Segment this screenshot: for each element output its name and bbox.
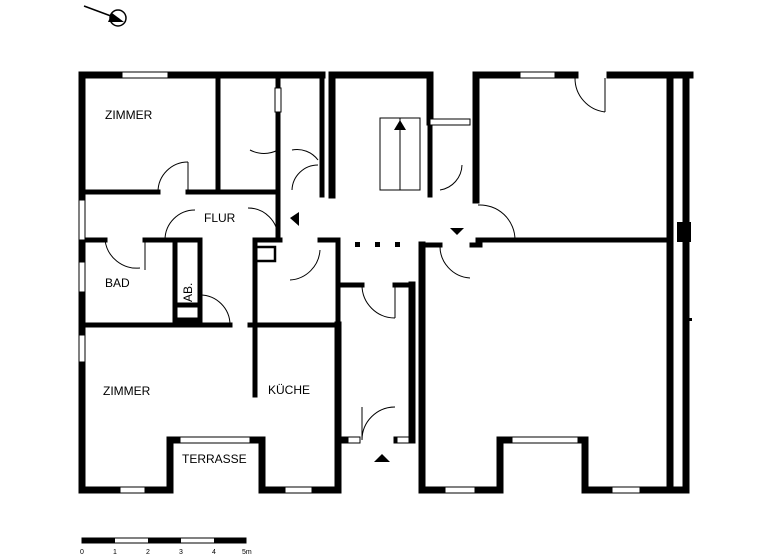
door-swings [104, 77, 606, 441]
room-label-flur: FLUR [204, 211, 236, 225]
exterior-wall-markers [253, 222, 692, 321]
room-label-zimmer-top: ZIMMER [105, 108, 153, 122]
scale-tick-4: 4 [212, 549, 216, 556]
scale-tick-5m: 5m [242, 549, 252, 556]
exterior-walls [78, 71, 694, 494]
scale-bar: 0 1 2 3 4 5m [80, 537, 252, 556]
room-label-kueche: KÜCHE [268, 383, 310, 397]
direction-markers [290, 212, 464, 462]
room-label-zimmer-bottom: ZIMMER [103, 384, 151, 398]
windows [78, 71, 641, 494]
scale-tick-3: 3 [179, 549, 183, 556]
scale-tick-1: 1 [113, 549, 117, 556]
stair-arrow-icon [394, 120, 406, 130]
north-arrow-icon [83, 5, 127, 27]
room-label-bad: BAD [105, 276, 130, 290]
scale-tick-2: 2 [146, 549, 150, 556]
room-label-terrasse: TERRASSE [182, 452, 247, 466]
room-label-ab: AB. [181, 283, 195, 302]
scale-tick-0: 0 [80, 549, 84, 556]
interior-walls [82, 75, 673, 398]
